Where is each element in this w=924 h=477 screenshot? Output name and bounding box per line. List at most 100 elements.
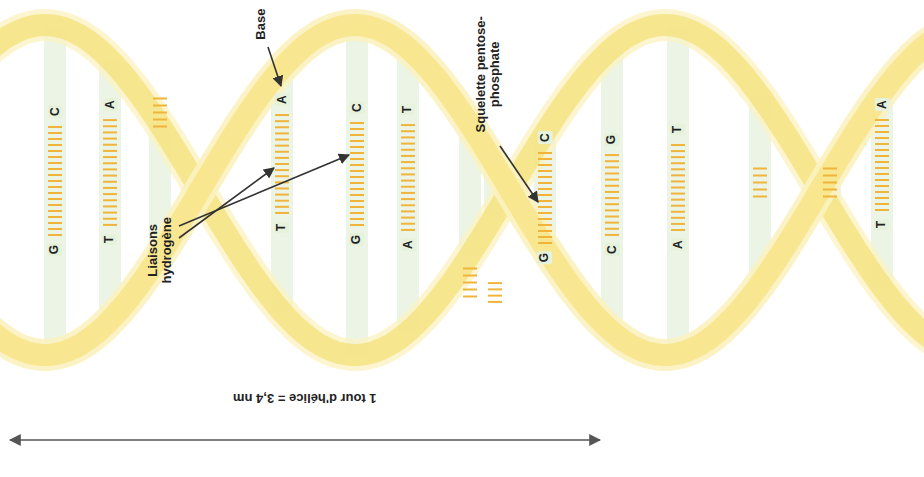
hydrogen-bond-bar	[401, 173, 415, 175]
hydrogen-bond-bar	[538, 188, 552, 190]
hydrogen-bond-bar	[875, 137, 889, 139]
hydrogen-bond-bar	[463, 268, 477, 270]
hydrogen-bond-bar	[538, 194, 552, 196]
hydrogen-bond-bar	[401, 136, 415, 138]
base-letter: A	[874, 99, 889, 112]
hydrogen-bond-bar	[275, 212, 289, 214]
base-letter: C	[537, 132, 552, 145]
hydrogen-bond-bar	[875, 125, 889, 127]
hydrogen-bond-bar	[605, 203, 619, 205]
hydrogen-bond-bar	[275, 151, 289, 153]
hydrogen-bond-bar	[671, 174, 685, 176]
hydrogen-bond-bar	[48, 168, 62, 170]
hydrogen-bond-bar	[538, 176, 552, 178]
hydrogen-bond-bar	[275, 145, 289, 147]
hydrogen-bond-bar	[401, 149, 415, 151]
hydrogen-bond-bar	[753, 182, 767, 184]
hydrogen-bond-bar	[605, 179, 619, 181]
hydrogen-bond-bar	[275, 163, 289, 165]
hydrogen-bond-bar	[350, 176, 364, 178]
hydrogen-bond-bar	[875, 161, 889, 163]
hydrogen-bond-bar	[48, 216, 62, 218]
hydrogen-bond-bar	[488, 295, 502, 297]
hydrogen-bond-bar	[350, 224, 364, 226]
hydrogen-bond-bar	[671, 180, 685, 182]
base-band	[44, 26, 66, 354]
part-label: Base	[255, 8, 269, 39]
hydrogen-bond-bar	[103, 131, 117, 133]
base-letter: T	[400, 104, 415, 115]
hydrogen-bond-bar	[463, 282, 477, 284]
base-letter: C	[349, 102, 364, 115]
hydrogen-bond-bar	[401, 180, 415, 182]
hydrogen-bond-bar	[350, 152, 364, 154]
hydrogen-bond-bar	[103, 125, 117, 127]
base-band	[346, 25, 368, 355]
hydrogen-bond-bar	[48, 198, 62, 200]
base-band	[99, 60, 121, 321]
hydrogen-bond-bar	[605, 234, 619, 236]
hydrogen-bond-bar	[605, 173, 619, 175]
hydrogen-bond-bar	[275, 126, 289, 128]
hydrogen-bond-bar	[753, 196, 767, 198]
hydrogen-bond-bar	[103, 175, 117, 177]
hydrogen-bond-bar	[538, 158, 552, 160]
hydrogen-bond-bar	[671, 187, 685, 189]
hydrogen-bond-bar	[401, 223, 415, 225]
base-band	[667, 26, 689, 353]
base-letter: A	[670, 239, 685, 252]
hydrogen-bond-bar	[350, 128, 364, 130]
base-bands	[44, 25, 893, 355]
backbone-ribbon	[0, 25, 924, 355]
hydrogen-bond-bar	[463, 275, 477, 277]
hydrogen-bond-bar	[401, 192, 415, 194]
base-letter: T	[874, 219, 889, 230]
hydrogen-bond-bar	[401, 167, 415, 169]
hydrogen-bond-bar	[875, 173, 889, 175]
hydrogen-bond-bar	[538, 152, 552, 154]
hydrogen-bond-bar	[605, 154, 619, 156]
hydrogen-bond-bar	[103, 156, 117, 158]
dimension-arrow	[10, 439, 600, 441]
hydrogen-bond-bar	[823, 196, 837, 198]
hydrogen-bond-bar	[401, 204, 415, 206]
leader-line	[179, 155, 349, 226]
base-band	[271, 68, 293, 312]
hydrogen-bond-bar	[103, 205, 117, 207]
hydrogen-bond-bar	[48, 210, 62, 212]
hydrogen-bond-bar	[538, 224, 552, 226]
hydrogen-bond-bar	[401, 155, 415, 157]
hydrogen-bond-bar	[463, 296, 477, 298]
hydrogen-bond-bar	[48, 228, 62, 230]
hydrogen-bond-bar	[875, 167, 889, 169]
hydrogen-bond-bar	[350, 212, 364, 214]
hydrogen-bond-bar	[48, 132, 62, 134]
hydrogen-bond-bar	[103, 212, 117, 214]
hydrogen-bond-bar	[275, 114, 289, 116]
hydrogen-bond-bar	[538, 182, 552, 184]
hydrogen-bond-bar	[103, 150, 117, 152]
base-letter: C	[47, 106, 62, 119]
strands	[0, 25, 924, 355]
hydrogen-bond-bar	[401, 186, 415, 188]
hydrogen-bond-bar	[605, 185, 619, 187]
hydrogen-bond-bar	[538, 200, 552, 202]
base-letter: G	[349, 233, 364, 246]
leader-line	[500, 146, 538, 202]
hydrogen-bond-bar	[48, 162, 62, 164]
hydrogen-bond-bar	[103, 187, 117, 189]
base-letter: T	[102, 234, 117, 245]
hydrogen-bond-bar	[605, 160, 619, 162]
hydrogen-bond-bar	[48, 126, 62, 128]
hydrogen-bond-bar	[350, 200, 364, 202]
backbone-ribbon-edge	[0, 25, 924, 355]
hydrogen-bond-bar	[538, 236, 552, 238]
hydrogen-bond-bar	[350, 188, 364, 190]
hydrogen-bond-bar	[48, 234, 62, 236]
hydrogen-bond-bar	[275, 120, 289, 122]
hydrogen-bond-bar	[48, 150, 62, 152]
hydrogen-bond-bar	[671, 205, 685, 207]
hydrogen-bond-bar	[103, 218, 117, 220]
hydrogen-bond-bar	[823, 182, 837, 184]
